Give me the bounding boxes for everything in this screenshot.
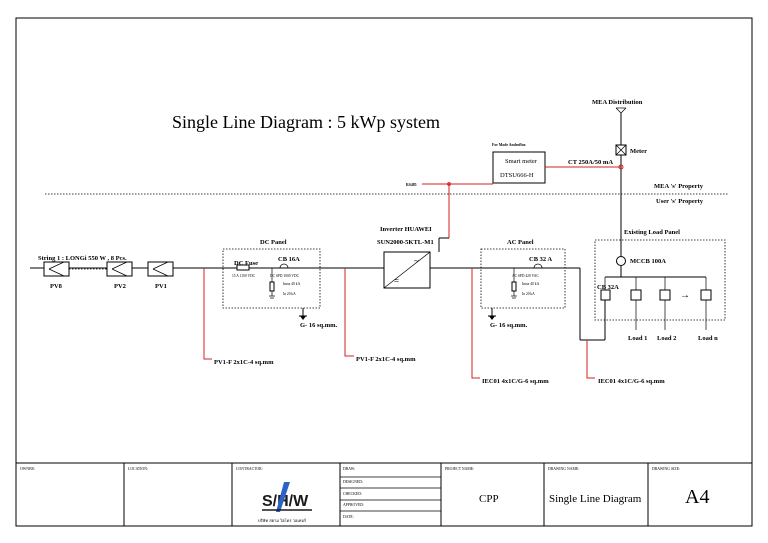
smart-meter-label: Smart meter [505, 158, 538, 165]
contractor-label: CONTRACTOR: [236, 467, 263, 471]
ac-spd-icon [511, 281, 517, 292]
cb-load2-icon [659, 289, 671, 301]
dc-spd-in: In 20 kA [283, 292, 296, 296]
cable3-label: IEC01 4x1C/G-6 sq.mm [482, 378, 549, 385]
project-name-label: PROJECT NAME: [445, 467, 474, 471]
date-label: DATE: [343, 515, 354, 519]
existing-load-label: Existing Load Panel [624, 229, 680, 236]
approved-label: APPROVED: [343, 503, 364, 507]
ct-icon [618, 164, 624, 170]
pv8-label: PV8 [50, 283, 63, 290]
cable2-leader [344, 268, 354, 357]
drawing-name-value: Single Line Diagram [549, 493, 642, 505]
inverter-brand: Inverter HUAWEI [380, 226, 432, 233]
mea-distribution-icon [615, 107, 627, 114]
title-block [16, 462, 752, 526]
pv1-module [147, 261, 174, 277]
ac-panel-label: AC Panel [507, 239, 534, 246]
ac-spd-in: In 20 kA [522, 292, 535, 296]
cb-load-pv-icon [600, 289, 611, 301]
cb-ac-label: CB 32 A [529, 256, 552, 263]
cb-load1-icon [630, 289, 642, 301]
cable4-label: IEC01 4x1C/G-6 sq.mm [598, 378, 665, 385]
string-label: String 1 : LONGi 550 W , 8 Pcs. [38, 255, 127, 262]
cable1-label: PV1-F 2x1C-4 sq.mm [214, 359, 274, 366]
dc-spd-imax: Imax 40 kA [283, 282, 301, 286]
rs485-label: RS485 [406, 183, 417, 187]
location-label: LOCATION: [128, 467, 148, 471]
more-loads-arrow: → [680, 290, 690, 301]
draw-label: DRAW: [343, 467, 355, 471]
svg-text:บริษัท สยาม ไฮโดร วอเทอร์: บริษัท สยาม ไฮโดร วอเทอร์ [258, 518, 307, 523]
drawing-size-label: DRAWING SIZE: [652, 467, 680, 471]
contractor-logo: S/H/W บริษัท สยาม ไฮโดร วอเทอร์ [256, 482, 316, 523]
inverter-ac-symbol: ~ [414, 256, 419, 266]
pv2-module [106, 261, 133, 277]
ct-label: CT 250A/50 mA [568, 159, 613, 166]
ac-panel-box [480, 248, 566, 309]
pv8-module [43, 261, 70, 277]
ac-spd-imax: Imax 40 kA [522, 282, 540, 286]
mea-distribution-label: MEA Distribution [592, 99, 643, 106]
checked-label: CHECKED: [343, 492, 362, 496]
smart-meter-model: DTSU666-H [500, 172, 534, 179]
cable1-leader [203, 268, 212, 360]
dc-fuse-icon [236, 264, 250, 271]
owner-label: OWNER: [20, 467, 35, 471]
pv1-label: PV1 [155, 283, 167, 290]
load1-label: Load 1 [628, 335, 647, 342]
dc-ground-icon [299, 315, 307, 320]
cb-dc-icon [279, 263, 289, 269]
ac-spd-ground-icon [511, 295, 517, 299]
dc-panel-box [222, 248, 321, 309]
user-property-label: User 's' Property [656, 198, 704, 205]
sheet-border [15, 17, 753, 527]
dc-fuse-spec: 15 A 1100 VDC [232, 274, 256, 278]
cable4-leader [586, 340, 595, 379]
designed-label: DESIGNED: [343, 480, 363, 484]
cb-load-label: CB 32A [597, 284, 619, 291]
meter-label: Meter [630, 148, 647, 155]
cable2-label: PV1-F 2x1C-4 sq.mm [356, 356, 416, 363]
meter-icon [615, 144, 627, 156]
ac-spd-spec: AC SPD 420 VAC [512, 274, 539, 278]
dc-ground-label: G- 16 sq.mm. [300, 322, 338, 329]
dc-fuse-label: DC Fuse [234, 260, 258, 267]
mea-property-label: MEA 's' Property [654, 183, 704, 190]
dc-panel-label: DC Panel [260, 239, 287, 246]
inverter-model: SUN2000-5KTL-M1 [377, 239, 434, 246]
dc-spd-spec: DC SPD 1000 VDC [270, 274, 300, 278]
ac-ground-label: G- 16 sq.mm. [490, 322, 528, 329]
cb-ac-icon [533, 263, 543, 269]
for-mode-label: For Mode Androflux [492, 143, 526, 147]
cb-dc-label: CB 16A [278, 256, 300, 263]
drawing-size-value: A4 [685, 486, 709, 508]
inverter-dc-symbol: = [394, 276, 399, 286]
mccb-label: MCCB 100A [630, 258, 666, 265]
mccb-icon [616, 256, 626, 266]
project-name-value: CPP [479, 493, 499, 505]
drawing-name-label: DRAWING NAME: [548, 467, 579, 471]
inverter-diagonal [383, 251, 431, 289]
dc-spd-icon [269, 281, 275, 292]
cable3-leader [471, 268, 480, 379]
svg-text:S/H/W: S/H/W [262, 493, 309, 510]
ac-ground-icon [488, 315, 496, 320]
dc-spd-ground-icon [269, 295, 275, 299]
pv2-label: PV2 [114, 283, 126, 290]
existing-load-box [594, 239, 726, 321]
loadn-label: Load n [698, 335, 718, 342]
diagram-title: Single Line Diagram : 5 kWp system [172, 112, 440, 132]
cb-loadn-icon [700, 289, 712, 301]
load2-label: Load 2 [657, 335, 676, 342]
